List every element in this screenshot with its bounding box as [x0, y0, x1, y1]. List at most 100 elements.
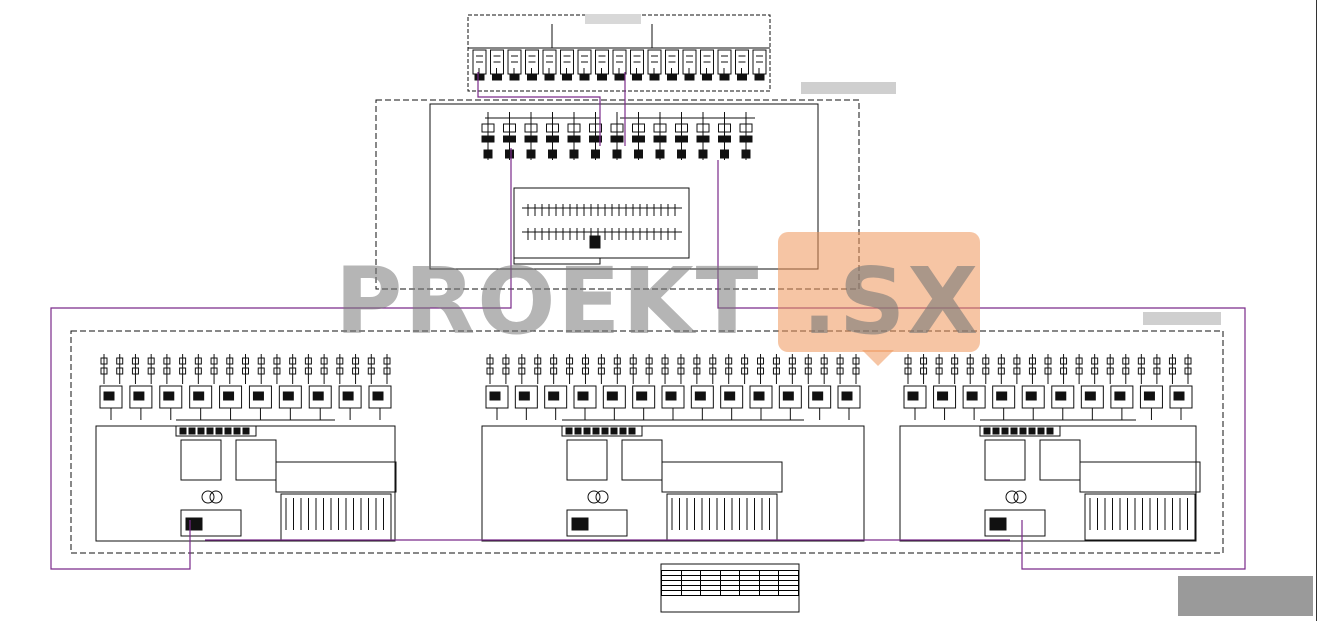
cable-marker [693, 367, 701, 375]
feeder-block [684, 73, 695, 81]
section-panel [481, 425, 865, 542]
purple-wire-left [50, 148, 512, 570]
cable-marker [725, 357, 733, 365]
busbar-terminal [215, 427, 223, 435]
busbar-terminal [628, 427, 636, 435]
cable-marker [982, 357, 990, 365]
breaker-block [610, 135, 624, 143]
relay-panel [1079, 461, 1201, 493]
cable-marker [320, 367, 328, 375]
cable-marker [273, 357, 281, 365]
busbar-terminal [601, 427, 609, 435]
busbar-terminal [610, 427, 618, 435]
breaker-block [546, 135, 559, 143]
terminal-block [612, 149, 622, 159]
cable-marker [1075, 357, 1083, 365]
feeder-block [614, 73, 625, 81]
cable-marker [772, 357, 780, 365]
breaker-block [696, 135, 710, 143]
cable-marker [534, 367, 542, 375]
cable-marker [163, 367, 171, 375]
cable-marker [629, 367, 637, 375]
feeder-device [133, 391, 145, 401]
blurred-label-mid [801, 82, 896, 94]
feeder-device [193, 391, 205, 401]
busbar-terminal [992, 427, 1000, 435]
transformer-cell [621, 439, 663, 481]
feeder-device [312, 391, 324, 401]
feeder-block [754, 73, 765, 81]
transformer-cell [180, 439, 222, 481]
cable-marker [367, 367, 375, 375]
feeder-device [518, 391, 530, 401]
transformer-symbol [209, 490, 223, 504]
cable-marker [852, 367, 860, 375]
breaker-block [589, 135, 602, 143]
busbar-terminal [619, 427, 627, 435]
feeder-block [719, 73, 730, 81]
feeder-block [474, 73, 485, 81]
cable-marker [645, 367, 653, 375]
cable-marker [257, 357, 265, 365]
busbar-terminal [983, 427, 991, 435]
feeder-block [492, 73, 502, 81]
cable-marker [1091, 367, 1099, 375]
cable-marker [131, 357, 139, 365]
watermark-text-left: PROEKT [335, 248, 761, 355]
feeder-device [489, 391, 501, 401]
busbar-terminal [1046, 427, 1054, 435]
terminal-block [548, 149, 557, 159]
purple-wire-right [717, 160, 1246, 570]
meter-panel [180, 509, 242, 537]
cable-marker [836, 367, 844, 375]
breaker-symbol [739, 123, 753, 133]
cable-marker [629, 357, 637, 365]
busbar-terminal [242, 427, 250, 435]
cable-marker [677, 367, 685, 375]
cable-marker [966, 367, 974, 375]
cable-marker [116, 357, 124, 365]
transformer-symbol [1013, 490, 1027, 504]
cable-marker [226, 357, 234, 365]
cable-marker [163, 357, 171, 365]
cable-marker [383, 357, 391, 365]
feeder-block [544, 73, 555, 81]
cable-marker [820, 357, 828, 365]
feeder-device [372, 391, 384, 401]
cable-marker [550, 367, 558, 375]
cable-marker [966, 357, 974, 365]
cable-marker [336, 367, 344, 375]
feeder-device [577, 391, 589, 401]
feeder-block [737, 73, 747, 81]
substation-inner-panel [429, 103, 819, 270]
feeder-block [649, 73, 660, 81]
breaker-symbol [567, 123, 581, 133]
feeder-device [223, 391, 235, 401]
cable-marker [788, 357, 796, 365]
cable-marker [518, 357, 526, 365]
transformer-symbol [587, 490, 601, 504]
cable-marker [179, 367, 187, 375]
transformer-symbol [201, 490, 215, 504]
cable-marker [352, 367, 360, 375]
feeder-device [665, 391, 677, 401]
cable-marker [242, 357, 249, 365]
terminal-block [655, 149, 665, 159]
control-block [589, 235, 601, 249]
terminal-block [483, 149, 493, 159]
breaker-symbol [524, 123, 538, 133]
cable-marker [661, 357, 669, 365]
cable-marker [852, 357, 860, 365]
cable-marker [1028, 357, 1036, 365]
feeder-block [632, 73, 642, 81]
cable-marker [935, 357, 943, 365]
terminal-block [677, 149, 686, 159]
cable-marker [194, 357, 202, 365]
terminal-block [591, 149, 600, 159]
feeder-device [282, 391, 294, 401]
cable-marker [242, 367, 249, 375]
cable-marker [147, 357, 155, 365]
cable-marker [566, 357, 574, 365]
cable-marker [304, 357, 312, 365]
cable-marker [836, 357, 844, 365]
